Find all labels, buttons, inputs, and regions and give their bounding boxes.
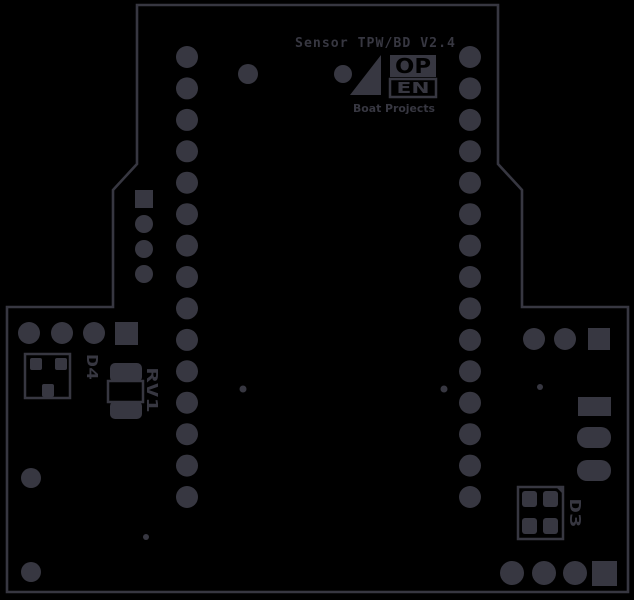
through-hole-pad [334, 65, 352, 83]
through-hole-pad [51, 322, 73, 344]
dip-pad [459, 203, 481, 226]
dip-pad [176, 46, 198, 68]
dip-pad [176, 266, 198, 288]
logo-op-text: OP [395, 54, 431, 78]
through-hole-pad [554, 328, 576, 350]
smd-pad [115, 322, 138, 345]
smd-pad [577, 460, 611, 481]
through-hole-pad [532, 561, 556, 585]
d3-pin1-marker-icon [556, 487, 563, 494]
label-d4: D4 [83, 354, 101, 380]
through-hole-pad [83, 322, 105, 344]
dip-pad [176, 77, 198, 100]
label-d3: D3 [566, 499, 584, 528]
smd-pad [592, 561, 617, 586]
logo-en-text: EN [397, 79, 430, 97]
through-hole-pad [135, 265, 153, 283]
dip-pad [459, 297, 481, 320]
smd-pad [30, 358, 42, 370]
through-hole-pad [21, 562, 41, 582]
dip-pad [459, 423, 481, 446]
board-title: Sensor TPW/BD V2.4 [295, 36, 456, 51]
smd-pad [42, 384, 54, 397]
dip-pad [459, 360, 481, 383]
fiducial-dot [239, 385, 247, 393]
dip-pad [176, 328, 198, 351]
smd-pad [543, 491, 558, 507]
dip-pad [176, 423, 198, 446]
smd-pad [578, 397, 611, 416]
smd-pad [110, 401, 142, 419]
dip-pad [176, 203, 198, 226]
open-boat-projects-logo: OP EN Boat Projects [350, 54, 438, 115]
dip-pad [459, 108, 481, 131]
d4-body-outline [23, 352, 72, 400]
fiducial-dot [143, 534, 149, 540]
dip-pad [176, 108, 198, 131]
through-hole-pad [523, 328, 545, 350]
board-outline [5, 3, 630, 594]
smd-pad [522, 518, 537, 534]
through-hole-pad [563, 561, 587, 585]
through-hole-pad [135, 240, 153, 258]
dip-pad [176, 486, 198, 508]
dip-pad [459, 328, 481, 351]
dip-pad [176, 391, 198, 414]
dip-pad [176, 140, 198, 163]
fiducial-dot [537, 384, 543, 390]
fiducial-dot [440, 385, 448, 393]
dip-pad [176, 360, 198, 383]
through-hole-pad [500, 561, 524, 585]
dip-pad [459, 140, 481, 163]
label-rv1: RV1 [143, 368, 161, 413]
through-hole-pad [238, 64, 258, 84]
smd-pad [135, 190, 153, 208]
smd-pad [522, 491, 537, 507]
logo-caption-text: Boat Projects [353, 102, 435, 115]
pads-layer [18, 46, 617, 586]
through-hole-pad [135, 215, 153, 233]
silkscreen-text-layer: Sensor TPW/BD V2.4 OP EN Boat Projects D… [83, 36, 584, 528]
dip-pad [459, 454, 481, 477]
logo-en-box [388, 77, 438, 99]
d3-body-outline [516, 485, 565, 541]
smd-pad [588, 328, 610, 350]
smd-pad [110, 363, 142, 382]
dip-pad [459, 77, 481, 100]
logo-sail-triangle-icon [350, 55, 381, 95]
logo-op-block [390, 55, 436, 77]
smd-pad [543, 518, 558, 534]
smd-pad [577, 427, 611, 448]
through-hole-pad [21, 468, 41, 488]
dip-pad [176, 171, 198, 194]
dip-pad [176, 454, 198, 477]
dip-pad [459, 171, 481, 194]
smd-pad [55, 358, 67, 370]
dip-pad [459, 234, 481, 257]
dip-pad [176, 234, 198, 257]
dip-pad [459, 266, 481, 288]
dip-pad [459, 391, 481, 414]
dip-pad [176, 297, 198, 320]
dip-pad [459, 46, 481, 68]
dip-pad [459, 486, 481, 508]
through-hole-pad [18, 322, 40, 344]
